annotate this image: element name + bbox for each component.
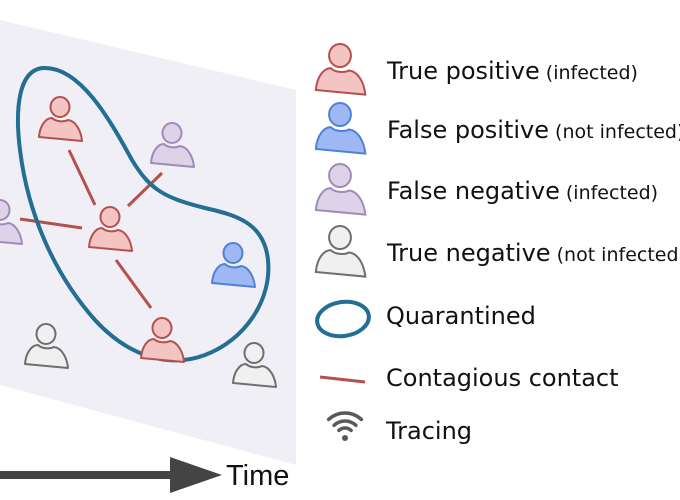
legend-label: True positive xyxy=(387,57,540,85)
contacts-layer xyxy=(19,149,164,309)
contact-line xyxy=(114,259,153,309)
quarantine-loop xyxy=(15,65,271,363)
legend-item-true-positive: True positive (infected) xyxy=(387,57,638,85)
legend-item-quarantined: Quarantined xyxy=(386,302,536,330)
legend-label: True negative xyxy=(387,239,551,267)
time-axis-label: Time xyxy=(226,460,290,492)
person-false-negative xyxy=(0,199,23,245)
time-arrow xyxy=(0,457,222,493)
person-false-negative xyxy=(150,122,195,168)
legend-sublabel: (infected) xyxy=(539,62,638,84)
legend-item-tracing: Tracing xyxy=(386,417,472,445)
legend-item-true-negative: True negative (not infected) xyxy=(387,239,680,267)
person-true-positive xyxy=(88,206,133,252)
legend-item-contagious-contact: Contagious contact xyxy=(386,364,619,392)
legend-label: Contagious contact xyxy=(386,364,619,392)
person-true-positive xyxy=(38,96,83,142)
legend-person-icon-true-positive xyxy=(314,43,367,96)
legend-label: Tracing xyxy=(386,417,473,445)
time-arrow-shaft xyxy=(0,471,172,479)
legend-person-icon-false-negative xyxy=(314,163,367,216)
person-true-negative xyxy=(24,323,69,369)
contact-line xyxy=(19,217,83,230)
legend-label: Quarantined xyxy=(386,302,536,330)
person-true-negative xyxy=(232,342,277,388)
legend-item-false-negative: False negative (infected) xyxy=(387,177,658,205)
time-arrow-head xyxy=(170,457,222,493)
contact-line xyxy=(126,171,164,208)
wifi-icon xyxy=(326,411,364,441)
contact-line-icon xyxy=(319,375,366,384)
person-false-positive xyxy=(211,242,256,288)
legend-sublabel: (infected) xyxy=(559,182,659,204)
person-true-positive xyxy=(140,317,185,363)
legend-sublabel: (not infected) xyxy=(549,121,680,143)
legend-item-false-positive: False positive (not infected) xyxy=(387,116,680,144)
legend-sublabel: (not infected) xyxy=(550,244,680,266)
legend-person-icon-false-positive xyxy=(314,102,367,155)
quarantine-loop-icon xyxy=(315,299,371,339)
legend-label: False negative xyxy=(387,177,560,205)
contact-line xyxy=(67,149,97,206)
legend-person-icon-true-negative xyxy=(314,225,367,278)
people-layer xyxy=(0,96,277,388)
legend-label: False positive xyxy=(387,116,550,144)
legend-icons xyxy=(314,43,371,441)
